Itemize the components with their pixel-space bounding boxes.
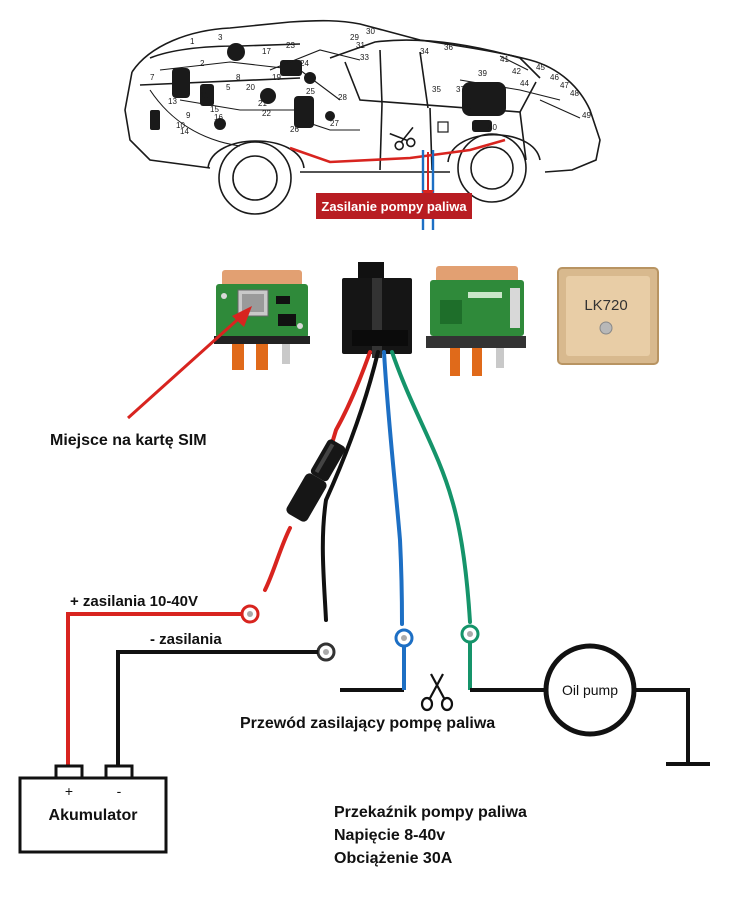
spec-line-3: Obciążenie 30A [334, 850, 453, 867]
car-part-number: 36 [444, 43, 453, 52]
oil-pump-label: Oil pump [562, 682, 618, 698]
car-part-number: 38 [462, 103, 471, 112]
battery-minus-post [104, 764, 134, 780]
battery: + - Akumulator [18, 764, 168, 854]
car-part-number: 24 [300, 59, 309, 68]
negative-supply-line [116, 650, 318, 770]
battery-minus-sign: - [117, 783, 122, 799]
oil-pump: Oil pump [543, 643, 637, 737]
car-part-number: 14 [180, 127, 189, 136]
fuel-pump-power-label: Zasilanie pompy paliwa [316, 193, 472, 219]
car-part-number: 10 [176, 121, 185, 130]
car-part-number: 46 [550, 73, 559, 82]
car-part-number: 7 [150, 73, 155, 82]
car-part-number: 9 [186, 111, 191, 120]
car-part-number: 25 [306, 87, 315, 96]
car-part-number: 8 [236, 73, 241, 82]
car-part-number: 26 [290, 125, 299, 134]
car-part-number: 19 [272, 73, 281, 82]
car-part-number: 13 [168, 97, 177, 106]
schematic-lines [66, 612, 710, 770]
tracker-module-back [426, 266, 526, 376]
car-part-number: 20 [246, 83, 255, 92]
car-part-number: 40 [488, 123, 497, 132]
cut-wire-label: Przewód zasilający pompę paliwa [240, 715, 495, 732]
positive-supply-line [66, 612, 242, 770]
car-part-number: 3 [218, 33, 223, 42]
car-part-number: 28 [338, 93, 347, 102]
positive-wire-lower [263, 526, 292, 592]
car-part-number: 35 [432, 85, 441, 94]
car-part-number: 39 [478, 69, 487, 78]
engine-components [150, 43, 506, 132]
car-part-number: 2 [200, 59, 205, 68]
positive-wire-upper [328, 350, 372, 452]
car-part-number: 37 [456, 85, 465, 94]
sim-callout-arrow [126, 306, 252, 420]
car-part-number: 15 [210, 105, 219, 114]
car-part-number: 11 [200, 91, 209, 100]
tracker-module-sim-side [214, 270, 310, 370]
negative-supply-label: - zasilania [150, 631, 222, 648]
fuel-pump-power-text: Zasilanie pompy paliwa [321, 199, 467, 214]
ring-terminals [240, 604, 480, 662]
gps-antenna: LK720 [557, 267, 659, 365]
relay-black [342, 262, 412, 358]
car-part-number: 21 [258, 99, 267, 108]
car-part-number: 33 [360, 53, 369, 62]
positive-supply-label: + zasilania 10-40V [70, 593, 198, 610]
battery-label: Akumulator [49, 807, 138, 824]
car-part-number: 45 [536, 63, 545, 72]
car-part-number: 5 [226, 83, 231, 92]
battery-plus-sign: + [65, 783, 73, 799]
car-part-number: 48 [570, 89, 579, 98]
car-part-number: 42 [512, 67, 521, 76]
sim-slot-label: Miejsce na kartę SIM [50, 432, 207, 449]
car-part-number: 22 [262, 109, 271, 118]
inline-fuse [286, 439, 346, 522]
car-part-number: 31 [356, 41, 365, 50]
relay-wires [263, 350, 472, 626]
battery-plus-post [54, 764, 84, 780]
gps-antenna-label: LK720 [584, 297, 627, 314]
scissors-icon [420, 673, 454, 712]
blue-wire [382, 350, 404, 626]
car-part-number: 30 [366, 27, 375, 36]
car-scissors-icon [389, 126, 416, 151]
spec-line-1: Przekaźnik pompy paliwa [334, 804, 527, 821]
front-wheel [218, 141, 292, 215]
negative-wire [320, 350, 380, 622]
car-part-number: 47 [560, 81, 569, 90]
spec-line-2: Napięcie 8-40v [334, 827, 445, 844]
car-illustration [124, 19, 601, 230]
relay-specs: Przekaźnik pompy paliwa Napięcie 8-40v O… [334, 804, 527, 867]
car-fuel-wire [289, 138, 506, 164]
car-part-number: 1 [190, 37, 195, 46]
car-part-number: 27 [330, 119, 339, 128]
green-wire [390, 350, 472, 624]
pump-ground-line [636, 688, 690, 764]
car-part-number: 17 [262, 47, 271, 56]
car-part-number: 23 [286, 41, 295, 50]
car-part-number: 41 [500, 55, 509, 64]
car-part-number: 29 [350, 33, 359, 42]
car-part-number: 16 [214, 113, 223, 122]
car-part-number: 34 [420, 47, 429, 56]
car-part-number: 49 [582, 111, 591, 120]
car-part-number: 44 [520, 79, 529, 88]
